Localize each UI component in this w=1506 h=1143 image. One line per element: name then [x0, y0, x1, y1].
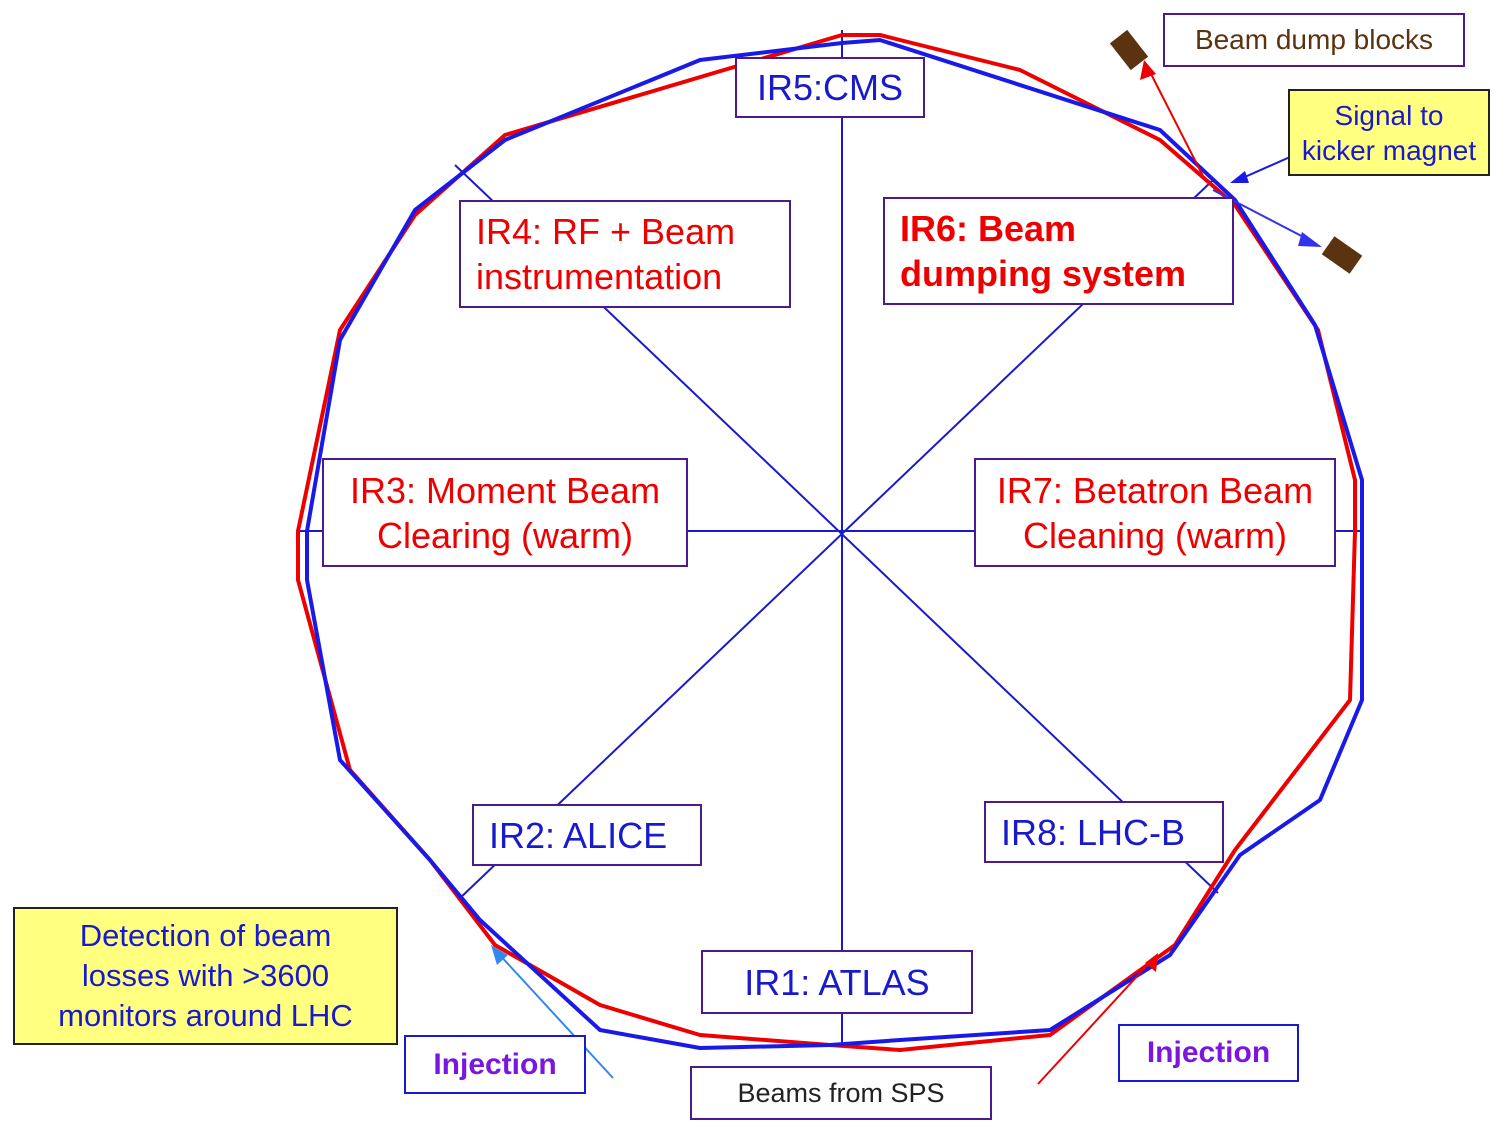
injection-right-text: Injection [1146, 1036, 1271, 1069]
extraction-line-red [1147, 67, 1206, 181]
beams-from-sps-label: Beams from SPS [690, 1066, 992, 1120]
ir6-line-2: dumping system [900, 253, 1187, 294]
signal-kicker-callout: Signal to kicker magnet [1288, 89, 1490, 176]
ir6-line-1: IR6: Beam [900, 208, 1077, 249]
ir4-line-2: instrumentation [476, 256, 723, 297]
ir2-line-1: IR2: ALICE [489, 814, 668, 856]
ir3-line-1: IR3: Moment Beam [349, 469, 661, 511]
ir8-label: IR8: LHC-B [984, 801, 1224, 863]
beam-dump-blocks-label: Beam dump blocks [1163, 13, 1465, 67]
ir5-label: IR5:CMS [735, 57, 925, 118]
extraction-arrow-blue [1298, 232, 1322, 247]
injection-left-label: Injection [404, 1035, 586, 1094]
injection-left-text: Injection [433, 1047, 557, 1081]
injection-line-right [1037, 959, 1153, 1085]
beams-from-sps-text: Beams from SPS [737, 1077, 945, 1108]
ir7-label: IR7: Betatron Beam Cleaning (warm) [974, 458, 1336, 567]
dump-block-icon-right [1321, 236, 1363, 274]
ir2-label: IR2: ALICE [472, 804, 702, 866]
ir5-line-1: IR5:CMS [756, 67, 904, 108]
signal-kicker-line-1: Signal to [1334, 99, 1444, 131]
injection-arrow-left [491, 945, 508, 965]
detection-line-3: monitors around LHC [58, 998, 353, 1033]
ir8-line-1: IR8: LHC-B [1001, 811, 1186, 853]
beam-ring-red [296, 33, 1357, 1052]
ir6-label: IR6: Beam dumping system [883, 197, 1234, 305]
injection-arrow-right [1145, 953, 1158, 972]
injection-right-label: Injection [1118, 1024, 1299, 1082]
detection-callout: Detection of beam losses with >3600 moni… [13, 907, 398, 1045]
ir7-line-2: Cleaning (warm) [1022, 514, 1288, 556]
detection-line-1: Detection of beam [79, 918, 332, 953]
dump-block-icon-top [1109, 29, 1149, 71]
signal-pointer-arrow [1230, 171, 1249, 183]
ir1-line-1: IR1: ATLAS [744, 961, 930, 1003]
extraction-arrow-red [1140, 60, 1156, 80]
signal-kicker-line-2: kicker magnet [1301, 134, 1477, 166]
beam-ring-blue [305, 38, 1364, 1050]
ir3-line-2: Clearing (warm) [376, 514, 634, 556]
injection-line-left [496, 951, 614, 1079]
beam-dump-blocks-text: Beam dump blocks [1194, 24, 1434, 55]
ir3-label: IR3: Moment Beam Clearing (warm) [322, 458, 688, 567]
ir4-label: IR4: RF + Beam instrumentation [459, 200, 791, 308]
ir4-line-1: IR4: RF + Beam [476, 211, 736, 252]
ir7-line-1: IR7: Betatron Beam [996, 469, 1314, 511]
detection-line-2: losses with >3600 [81, 958, 330, 993]
ir1-label: IR1: ATLAS [701, 950, 973, 1014]
